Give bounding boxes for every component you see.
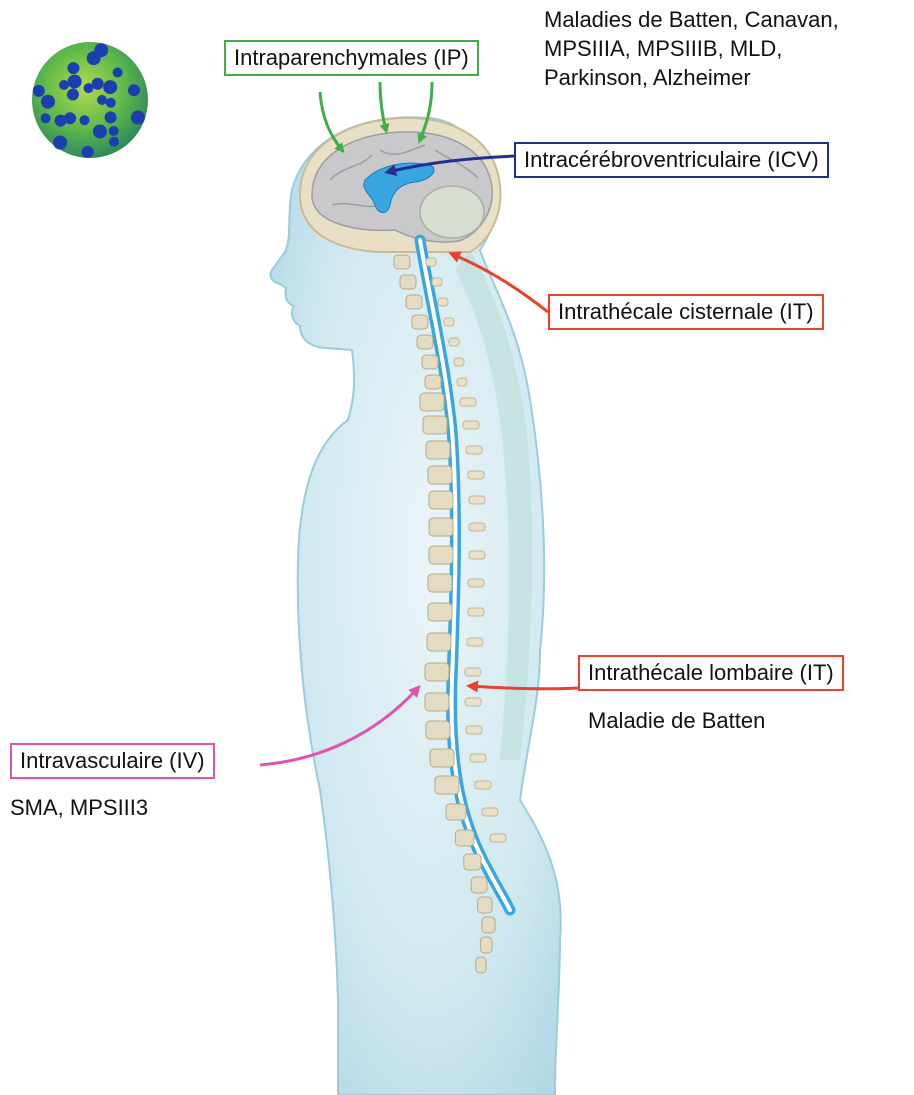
virus-spike [41, 113, 51, 123]
vertebra [429, 518, 453, 536]
vertebra [394, 255, 410, 269]
spinous-process [432, 278, 442, 286]
it-lumbar-diseases: Maladie de Batten [588, 706, 765, 735]
spinous-process [465, 668, 481, 676]
virus-spike [67, 89, 79, 101]
vertebra [464, 854, 481, 870]
virus-spike [53, 136, 67, 150]
icv-label: Intracérébroventriculaire (ICV) [514, 142, 829, 178]
spinous-process [468, 471, 484, 479]
spinous-process [468, 608, 484, 616]
it-lumbar-label: Intrathécale lombaire (IT) [578, 655, 844, 691]
virus-spike [55, 115, 67, 127]
spinous-process [482, 808, 498, 816]
virus-spike [103, 80, 117, 94]
spinous-process [469, 496, 485, 504]
spinous-process [444, 318, 454, 326]
vertebra [429, 546, 453, 564]
vertebra [427, 633, 451, 651]
spinous-process [460, 398, 476, 406]
spinous-process [465, 698, 481, 706]
virus-spike [93, 125, 107, 139]
spinous-process [426, 258, 436, 266]
virus-spike [113, 68, 123, 78]
vertebra [446, 804, 466, 820]
virus-spike [106, 98, 116, 108]
vertebra [471, 877, 487, 893]
vertebra [428, 603, 452, 621]
ip-diseases-line-1: Maladies de Batten, Canavan, [544, 5, 839, 34]
vertebra [430, 749, 454, 767]
spinous-process [475, 781, 491, 789]
spinous-process [438, 298, 448, 306]
spinous-process [466, 726, 482, 734]
vertebra [425, 693, 449, 711]
spinous-process [470, 754, 486, 762]
virus-spike [82, 146, 94, 158]
virus-spike [94, 43, 108, 57]
spinous-process [490, 834, 506, 842]
virus-spike [109, 137, 119, 147]
virus-spike [41, 95, 55, 109]
vertebra [426, 721, 450, 739]
vertebra [455, 830, 474, 846]
spinous-process [468, 579, 484, 587]
spinous-process [454, 358, 464, 366]
cerebellum [420, 186, 484, 238]
vertebra [478, 897, 492, 913]
spinous-process [463, 421, 479, 429]
virus-spike [33, 85, 45, 97]
virus-capsid-icon [32, 42, 148, 158]
vertebra [428, 466, 452, 484]
virus-spike [131, 111, 145, 125]
vertebra [480, 937, 492, 953]
vertebra [412, 315, 428, 329]
spinous-process [467, 638, 483, 646]
vertebra [420, 393, 444, 411]
ip-diseases-line-3: Parkinson, Alzheimer [544, 63, 839, 92]
spinous-process [469, 523, 485, 531]
virus-spike [59, 80, 69, 90]
spinous-process [457, 378, 467, 386]
vertebra [429, 491, 453, 509]
vertebra [425, 663, 449, 681]
iv-diseases: SMA, MPSIII3 [10, 793, 148, 822]
virus-spike [67, 62, 79, 74]
virus-spike [97, 95, 107, 105]
virus-spike [80, 115, 90, 125]
virus-spike [105, 111, 117, 123]
virus-spike [68, 75, 82, 89]
vertebra [426, 441, 450, 459]
iv-label: Intravasculaire (IV) [10, 743, 215, 779]
vertebra [476, 957, 486, 973]
vertebra [428, 574, 452, 592]
spinous-process [466, 446, 482, 454]
vertebra [482, 917, 495, 933]
vertebra [406, 295, 422, 309]
spinous-process [469, 551, 485, 559]
virus-spike [109, 126, 119, 136]
vertebra [425, 375, 441, 389]
ip-diseases: Maladies de Batten, Canavan, MPSIIIA, MP… [544, 5, 839, 92]
ip-diseases-line-2: MPSIIIA, MPSIIIB, MLD, [544, 34, 839, 63]
ip-label: Intraparenchymales (IP) [224, 40, 479, 76]
virus-spike [128, 84, 140, 96]
vertebra [435, 776, 459, 794]
spinous-process [449, 338, 459, 346]
it-cisternal-label: Intrathécale cisternale (IT) [548, 294, 824, 330]
vertebra [422, 355, 438, 369]
virus-spike [84, 83, 94, 93]
vertebra [417, 335, 433, 349]
vertebra [400, 275, 416, 289]
vertebra [423, 416, 447, 434]
